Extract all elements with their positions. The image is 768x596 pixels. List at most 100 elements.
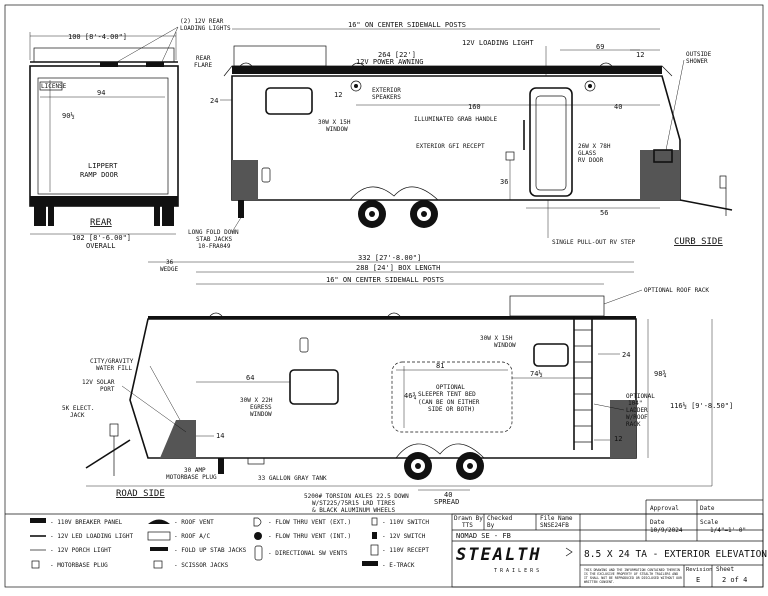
- curb-outside-shower-label-2: SHOWER: [686, 58, 708, 65]
- curb-dim-40: 40: [614, 103, 622, 111]
- legend-item: - MOTORBASE PLUG: [50, 562, 108, 569]
- e-track-icon: [362, 561, 378, 566]
- road-dim-64: 64: [246, 374, 254, 382]
- breaker-panel-icon: [30, 518, 46, 523]
- road-window-label-2: WINDOW: [494, 342, 516, 349]
- rear-tire-left: [34, 206, 46, 226]
- road-motorbase-plug: [218, 458, 224, 474]
- curb-stab-label-2: STAB JACKS: [196, 236, 233, 243]
- title-date-head: Date: [700, 505, 715, 512]
- road-vent: [299, 337, 309, 353]
- legend-item: - 110V RECEPT: [382, 547, 429, 554]
- road-egress-window: [289, 369, 339, 405]
- motorbase-plug-icon: [31, 560, 40, 569]
- flow-thru-ext-icon: [253, 517, 262, 527]
- legend-item: - E-TRACK: [382, 562, 415, 569]
- rear-top-width-label: 100 [8'-4.00"]: [68, 33, 127, 41]
- road-gray-tank: [247, 457, 265, 465]
- road-bed-label-3: (CAN BE ON EITHER: [418, 399, 480, 406]
- legend-item: - FOLD UP STAB JACKS: [174, 547, 247, 554]
- title-notice-3: IT SHALL NOT BE REPRODUCED OR DISCLOSED …: [584, 576, 682, 580]
- rear-bumper: [30, 196, 178, 206]
- rear-view-title: REAR: [90, 218, 112, 228]
- curb-roof-vent-2: [351, 62, 365, 67]
- road-city-label-2: WATER FILL: [96, 365, 133, 372]
- sheet-border: [4, 4, 764, 588]
- speaker-icon: [350, 80, 362, 92]
- road-axles-label-3: & BLACK ALUMINUM WHEELS: [312, 507, 395, 514]
- title-revision-label: Revision: [686, 567, 713, 573]
- title-model: NOMAD SE - FB: [456, 532, 511, 540]
- title-revision: E: [696, 576, 700, 584]
- curb-gfi-label: EXTERIOR GFI RECEPT: [416, 143, 485, 150]
- road-bed-label-2: SLEEPER TENT BED: [418, 391, 476, 398]
- curb-stab-jack: [238, 200, 244, 218]
- title-sheet: 2 of 4: [722, 576, 747, 584]
- legend: - 110V BREAKER PANEL - 12V LED LOADING L…: [5, 513, 763, 569]
- curb-awning: [232, 66, 662, 74]
- curb-dim-12b: 12: [334, 91, 342, 99]
- title-scale-label: Scale: [700, 519, 718, 526]
- title-checked-label: Checked: [487, 515, 513, 522]
- rear-ramp-door: [37, 77, 169, 195]
- speaker-icon: [584, 80, 596, 92]
- rear-overall-label: 102 [8'-6.00"]: [72, 234, 131, 242]
- curb-rv-door: [529, 87, 573, 197]
- curb-tongue: [679, 199, 733, 211]
- curb-awning-label-2: 12V POWER AWNING: [356, 58, 423, 66]
- road-plug-label-2: MOTORBASE PLUG: [166, 474, 217, 481]
- road-bed-label-4: SIDE OR BOTH): [428, 406, 475, 413]
- road-spread-label: 40: [444, 491, 452, 499]
- rear-tire-right: [162, 206, 174, 226]
- road-gray-tank-label: 33 GALLON GRAY TANK: [258, 475, 327, 482]
- directional-vent-icon: [254, 545, 263, 561]
- legend-item: - FLOW THRU VENT (EXT.): [268, 519, 351, 526]
- road-dim-74: 74½: [530, 370, 543, 378]
- curb-diamond-plate-rear: [232, 160, 258, 200]
- rear-loading-lights-label: (2) 12V REAR: [180, 18, 224, 25]
- curb-view-title: CURB SIDE: [674, 237, 723, 247]
- curb-roof-vent-3: [599, 62, 613, 67]
- curb-posts-label: 16" ON CENTER SIDEWALL POSTS: [348, 21, 466, 29]
- curb-speakers-label-2: SPEAKERS: [372, 94, 401, 101]
- rear-view: 100 [8'-4.00"] (2) 12V REAR LOADING LIGH…: [29, 18, 231, 250]
- road-roof-rack-label: OPTIONAL ROOF RACK: [644, 287, 709, 294]
- legend-item: - FLOW THRU VENT (INT.): [268, 533, 351, 540]
- rear-door-height-label: 90½: [62, 112, 75, 120]
- title-date-label: Date: [650, 519, 665, 526]
- legend-item: - DIRECTIONAL SW VENTS: [268, 550, 348, 557]
- road-dim-81: 81: [436, 362, 444, 370]
- road-window-label: 30W X 15H: [480, 335, 513, 342]
- title-approval-label: Approval: [650, 505, 679, 512]
- curb-dim-69: 69: [596, 43, 604, 51]
- curb-diamond-plate: [640, 150, 680, 200]
- title-sheet-label: Sheet: [716, 566, 734, 573]
- rear-ramp-label-1: LIPPERT: [88, 162, 118, 170]
- road-ladder-label-5: RACK: [626, 421, 641, 428]
- curb-door-label-2: GLASS: [578, 150, 596, 157]
- title-block: Approval Date Drawn By TTS Checked By Fi…: [451, 499, 767, 588]
- road-dim-24: 24: [622, 351, 630, 359]
- road-spread-label-2: SPREAD: [434, 498, 459, 506]
- curb-tongue-jack: [719, 175, 727, 189]
- road-elect-label-2: JACK: [70, 412, 85, 419]
- 110v-switch-icon: [371, 517, 378, 526]
- curb-outside-shower-label: OUTSIDE: [686, 51, 712, 58]
- rear-ramp-label-2: RAMP DOOR: [80, 171, 119, 179]
- curb-step-label: SINGLE PULL-OUT RV STEP: [552, 239, 635, 246]
- rear-jack-left: [48, 206, 54, 226]
- road-wedge-label-2: WEDGE: [160, 266, 178, 273]
- curb-dim-24: 24: [210, 97, 218, 105]
- rear-loading-light-right: [146, 62, 164, 67]
- road-window: [533, 343, 569, 367]
- legend-item: - 12V PORCH LIGHT: [50, 547, 112, 554]
- road-side-view: 332 [27'-8.00"] 36 WEDGE 288 [24'] BOX L…: [62, 254, 733, 514]
- road-city-label: CITY/GRAVITY: [90, 358, 134, 365]
- road-ladder-label-3: LADDER: [626, 407, 648, 414]
- legend-item: - 12V SWITCH: [382, 533, 426, 540]
- curb-window: [265, 87, 313, 115]
- road-dim-116: 116½ [9'-8.50"]: [670, 402, 733, 410]
- road-ladder-label-2: 104": [628, 400, 642, 407]
- title-logo: STEALTH: [456, 545, 542, 565]
- legend-item: - ROOF VENT: [174, 519, 214, 526]
